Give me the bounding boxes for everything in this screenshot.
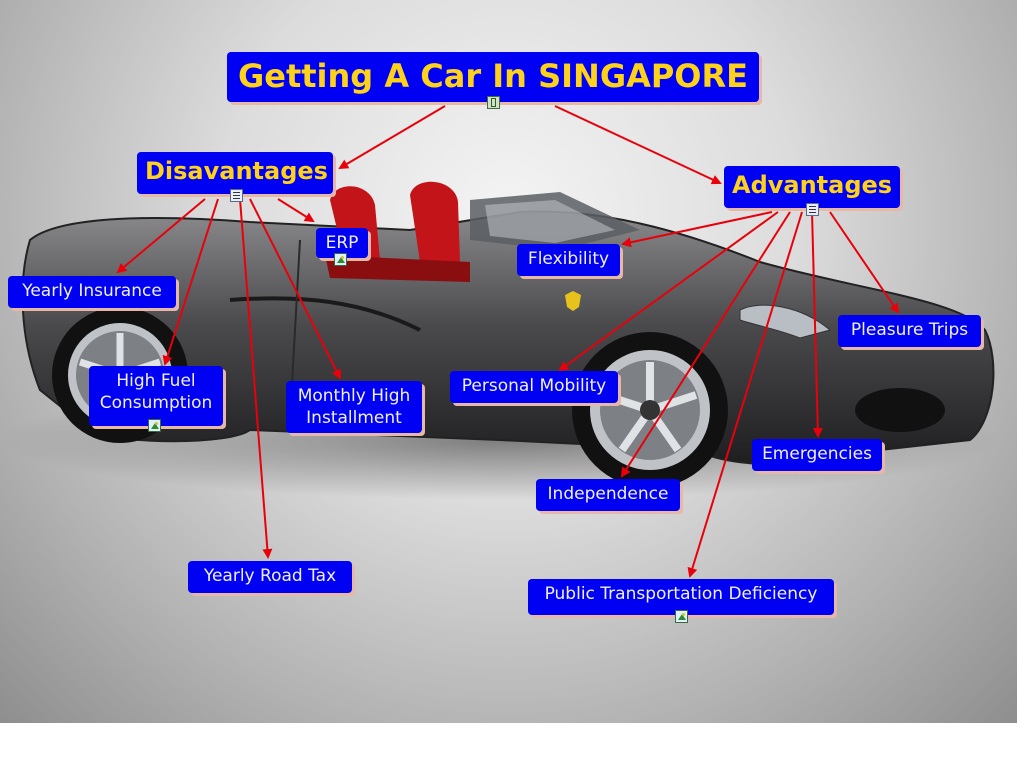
topic-monthly-line1: Monthly High	[297, 386, 411, 406]
connector-arrow	[687, 211, 803, 578]
connector-arrow	[277, 198, 315, 223]
topic-emergencies-label: Emergencies	[762, 444, 872, 464]
topic-yearly-road-tax[interactable]: Yearly Road Tax	[188, 561, 352, 593]
image-icon[interactable]	[334, 253, 347, 266]
central-topic-label: Getting A Car In SINGAPORE	[237, 57, 748, 95]
topic-pleasure-trips-label: Pleasure Trips	[850, 320, 969, 340]
topic-flexibility[interactable]: Flexibility	[517, 244, 620, 276]
topic-high-fuel-consumption[interactable]: High Fuel Consumption	[89, 366, 223, 426]
connector-arrow	[116, 198, 206, 274]
branch-disadvantages[interactable]: Disavantages	[137, 152, 333, 194]
topic-independence[interactable]: Independence	[536, 479, 680, 511]
connector-arrow	[554, 105, 722, 185]
topic-high-fuel-line1: High Fuel	[116, 371, 196, 391]
connector-arrow	[239, 198, 273, 559]
topic-monthly-line2: Installment	[306, 408, 402, 428]
connector-arrow	[620, 211, 791, 478]
connector-arrow	[249, 198, 341, 380]
central-topic[interactable]: Getting A Car In SINGAPORE	[227, 52, 759, 102]
image-icon[interactable]	[148, 419, 161, 432]
connector-arrow	[558, 211, 779, 372]
connector-arrow	[162, 198, 219, 366]
topic-monthly-high-installment[interactable]: Monthly High Installment	[286, 381, 422, 433]
topic-public-transport-label: Public Transportation Deficiency	[544, 584, 818, 604]
connector-arrow	[621, 211, 773, 248]
topic-emergencies[interactable]: Emergencies	[752, 439, 882, 471]
image-icon[interactable]	[675, 610, 688, 623]
topic-yearly-road-tax-label: Yearly Road Tax	[203, 566, 337, 586]
topic-yearly-insurance-label: Yearly Insurance	[22, 281, 162, 301]
branch-advantages[interactable]: Advantages	[724, 166, 900, 208]
topic-public-transportation-deficiency[interactable]: Public Transportation Deficiency	[528, 579, 834, 615]
mind-map-canvas: Getting A Car In SINGAPORE Disavantages …	[0, 0, 1017, 723]
topic-yearly-insurance[interactable]: Yearly Insurance	[8, 276, 176, 308]
topic-pleasure-trips[interactable]: Pleasure Trips	[838, 315, 981, 347]
branch-disadvantages-label: Disavantages	[145, 157, 328, 185]
note-icon[interactable]	[806, 203, 819, 216]
connector-layer	[116, 105, 900, 578]
branch-advantages-label: Advantages	[732, 171, 893, 199]
topic-personal-mobility[interactable]: Personal Mobility	[450, 371, 618, 403]
topic-erp-label: ERP	[325, 233, 359, 253]
topic-flexibility-label: Flexibility	[527, 249, 610, 269]
topic-personal-mobility-label: Personal Mobility	[461, 376, 607, 396]
connector-arrow	[338, 105, 446, 170]
topic-high-fuel-line2: Consumption	[99, 393, 213, 413]
topic-independence-label: Independence	[547, 484, 669, 504]
connector-arrow	[811, 211, 823, 438]
note-icon[interactable]	[230, 189, 243, 202]
connector-arrow	[829, 211, 900, 314]
film-icon[interactable]	[487, 96, 500, 109]
